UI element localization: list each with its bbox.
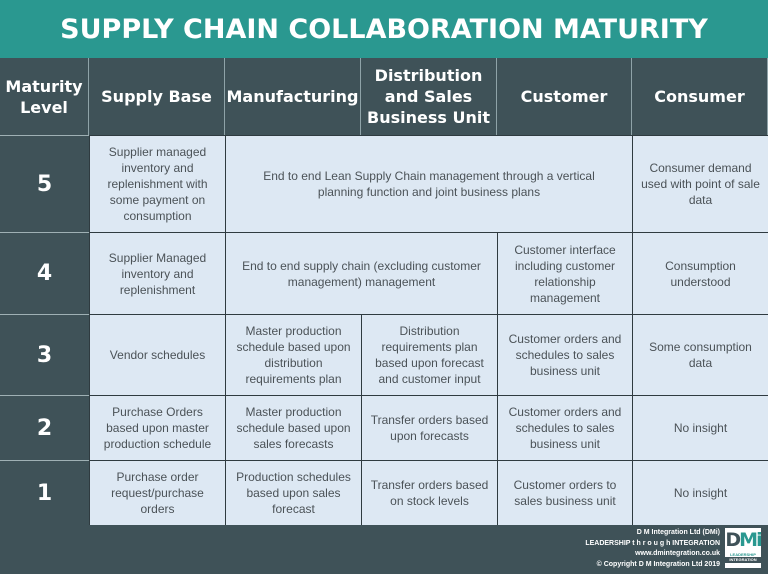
cell-3-consumer: Some consumption data <box>632 314 768 395</box>
cell-4-customer: Customer interface including customer re… <box>497 232 632 314</box>
cell-5-supply-base: Supplier managed inventory and replenish… <box>89 135 225 232</box>
footer-company: D M Integration Ltd (DMi) <box>636 529 720 536</box>
footer-tagline: LEADERSHIP t h r o u g h INTEGRATION <box>585 539 720 547</box>
cell-3-manufacturing: Master production schedule based upon di… <box>225 314 361 395</box>
header-maturity-level: Maturity Level <box>0 58 89 135</box>
cell-1-supply-base: Purchase order request/purchase orders <box>89 460 225 525</box>
level-2: 2 <box>0 395 89 460</box>
dmi-logo-icon: DMi LEADERSHIP INTEGRATION <box>725 528 763 568</box>
maturity-table: Maturity Level Supply Base Manufacturing… <box>0 58 768 525</box>
page-title: SUPPLY CHAIN COLLABORATION MATURITY <box>0 0 768 58</box>
footer-copyright: © Copyright D M Integration Ltd 2019 <box>596 560 720 568</box>
cell-2-distribution: Transfer orders based upon forecasts <box>361 395 497 460</box>
footer-website: www.dmintegration.co.uk <box>635 550 720 557</box>
cell-5-consumer: Consumer demand used with point of sale … <box>632 135 768 232</box>
logo-line1: LEADERSHIP <box>730 552 756 557</box>
cell-3-distribution: Distribution requirements plan based upo… <box>361 314 497 395</box>
level-4: 4 <box>0 232 89 314</box>
cell-1-consumer: No insight <box>632 460 768 525</box>
header-distribution: Distribution and Sales Business Unit <box>361 58 497 135</box>
cell-4-span: End to end supply chain (excluding custo… <box>225 232 497 314</box>
logo-line2: INTEGRATION <box>725 557 761 563</box>
cell-5-span: End to end Lean Supply Chain management … <box>225 135 632 232</box>
cell-2-customer: Customer orders and schedules to sales b… <box>497 395 632 460</box>
header-consumer: Consumer <box>632 58 768 135</box>
logo-mark: DMi <box>725 529 762 551</box>
cell-2-supply-base: Purchase Orders based upon master produc… <box>89 395 225 460</box>
cell-1-distribution: Transfer orders based on stock levels <box>361 460 497 525</box>
cell-1-manufacturing: Production schedules based upon sales fo… <box>225 460 361 525</box>
cell-1-customer: Customer orders to sales business unit <box>497 460 632 525</box>
footer: D M Integration Ltd (DMi) LEADERSHIP t h… <box>0 525 768 574</box>
level-3: 3 <box>0 314 89 395</box>
header-customer: Customer <box>497 58 632 135</box>
cell-3-supply-base: Vendor schedules <box>89 314 225 395</box>
cell-4-consumer: Consumption understood <box>632 232 768 314</box>
footer-credits: D M Integration Ltd (DMi) LEADERSHIP t h… <box>585 528 720 570</box>
cell-2-manufacturing: Master production schedule based upon sa… <box>225 395 361 460</box>
level-1: 1 <box>0 460 89 525</box>
level-5: 5 <box>0 135 89 232</box>
header-manufacturing: Manufacturing <box>225 58 361 135</box>
header-supply-base: Supply Base <box>89 58 225 135</box>
cell-2-consumer: No insight <box>632 395 768 460</box>
cell-4-supply-base: Supplier Managed inventory and replenish… <box>89 232 225 314</box>
cell-3-customer: Customer orders and schedules to sales b… <box>497 314 632 395</box>
